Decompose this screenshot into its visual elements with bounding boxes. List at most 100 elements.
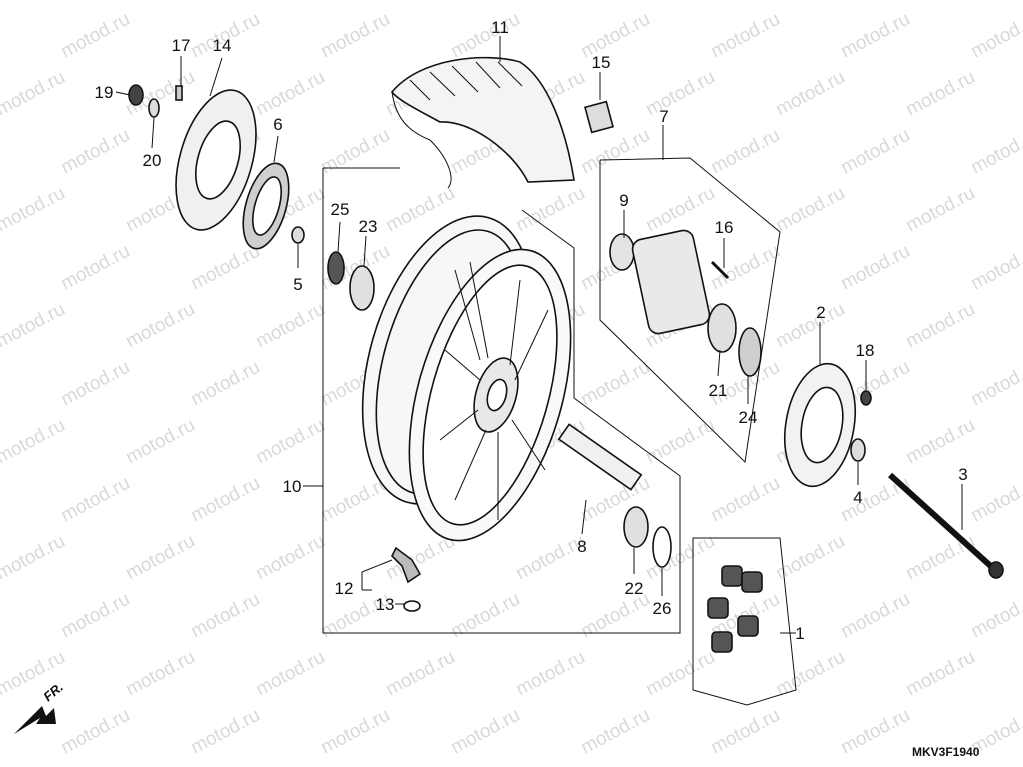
watermark-text: motod.ru: [837, 125, 913, 179]
watermark-text: motod.ru: [772, 299, 848, 353]
callout-7: 7: [659, 107, 668, 126]
watermark-text: motod.ru: [57, 357, 133, 411]
watermark-text: motod.ru: [447, 705, 523, 759]
watermark-text: motod.ru: [252, 415, 328, 469]
watermark-text: motod.ru: [382, 647, 458, 701]
watermark-text: motod.ru: [0, 125, 4, 179]
watermark-text: motod.ru: [252, 67, 328, 121]
callout-17: 17: [172, 36, 191, 55]
watermark-text: motod.ru: [837, 241, 913, 295]
callout-3: 3: [958, 465, 967, 484]
watermark-text: motod.ru: [642, 183, 718, 237]
watermark-text: motod.ru: [837, 473, 913, 527]
callout-10: 10: [283, 477, 302, 496]
watermark-text: motod.ru: [577, 125, 653, 179]
watermark-text: motod.ru: [707, 705, 783, 759]
watermark-text: motod.ru: [57, 9, 133, 63]
watermark-text: motod.ru: [902, 647, 978, 701]
watermark-text: motod.ru: [57, 473, 133, 527]
callout-18: 18: [856, 341, 875, 360]
watermark-text: motod.ru: [0, 9, 4, 63]
watermark-text: motod.ru: [512, 0, 588, 4]
watermark-text: motod.ru: [187, 705, 263, 759]
watermark-text: motod.ru: [772, 0, 848, 4]
callout-12: 12: [335, 579, 354, 598]
callout-14: 14: [213, 36, 232, 55]
brake-disc: [175, 89, 257, 231]
callout-24: 24: [739, 408, 758, 427]
watermark-text: motod.ru: [902, 299, 978, 353]
rear-wheel: [361, 215, 572, 542]
watermark-text: motod.ru: [122, 647, 198, 701]
watermark-text: motod.ru: [0, 705, 4, 759]
small-parts: [128, 84, 1004, 653]
watermark-text: motod.ru: [772, 647, 848, 701]
disc-seal-ring: [242, 162, 290, 250]
watermark-text: motod.ru: [317, 125, 393, 179]
watermark-text: motod.ru: [967, 125, 1023, 179]
watermark-text: motod.ru: [902, 415, 978, 469]
watermark-text: motod.ru: [772, 183, 848, 237]
callout-9: 9: [619, 191, 628, 210]
watermark-text: motod.ru: [252, 531, 328, 585]
callout-8: 8: [577, 537, 586, 556]
callout-15: 15: [592, 53, 611, 72]
watermark-text: motod.ru: [837, 9, 913, 63]
callout-2: 2: [816, 303, 825, 322]
watermark-text: motod.ru: [577, 357, 653, 411]
watermark-text: motod.ru: [0, 473, 4, 527]
callout-25: 25: [331, 200, 350, 219]
watermark-text: motod.ru: [187, 473, 263, 527]
callout-5: 5: [293, 275, 302, 294]
callout-13: 13: [376, 595, 395, 614]
watermark-text: motod.ru: [122, 531, 198, 585]
watermark-text: motod.ru: [0, 67, 69, 121]
watermark-text: motod.ru: [707, 125, 783, 179]
watermark-text: motod.ru: [642, 647, 718, 701]
callout-22: 22: [625, 579, 644, 598]
watermark-text: motod.ru: [0, 357, 4, 411]
watermark-text: motod.ru: [967, 473, 1023, 527]
callout-23: 23: [359, 217, 378, 236]
watermark-text: motod.ru: [707, 473, 783, 527]
tire: [390, 56, 575, 189]
watermark-text: motod.ru: [577, 705, 653, 759]
watermark-text: motod.ru: [0, 241, 4, 295]
watermark-text: motod.ru: [772, 67, 848, 121]
watermark-text: motod.ru: [187, 357, 263, 411]
group-outlines: [322, 157, 797, 706]
watermark-text: motod.ru: [642, 415, 718, 469]
callout-4: 4: [853, 488, 862, 507]
watermark-text: motod.ru: [447, 9, 523, 63]
watermark-text: motod.ru: [512, 647, 588, 701]
callout-16: 16: [715, 218, 734, 237]
watermark-text: motod.ru: [0, 415, 69, 469]
watermark-text: motod.ru: [902, 183, 978, 237]
watermark-text: motod.ru: [902, 67, 978, 121]
diagram-code: MKV3F1940: [912, 745, 980, 759]
watermark-text: motod.ru: [57, 241, 133, 295]
watermark-text: motod.ru: [837, 705, 913, 759]
watermark-text: motod.ru: [0, 589, 4, 643]
watermark-text: motod.ru: [642, 67, 718, 121]
watermark-text: motod.ru: [967, 241, 1023, 295]
watermark-text: motod.ru: [57, 125, 133, 179]
watermark-text: motod.ru: [0, 183, 69, 237]
watermark-text: motod.ru: [122, 0, 198, 4]
front-direction-label: FR.: [40, 679, 66, 704]
watermark-text: motod.ru: [317, 9, 393, 63]
watermark-text: motod.ru: [122, 299, 198, 353]
callout-26: 26: [653, 599, 672, 618]
watermark-text: motod.ru: [0, 0, 69, 4]
watermark-text: motod.ru: [902, 0, 978, 4]
callout-6: 6: [273, 115, 282, 134]
callout-1: 1: [795, 624, 804, 643]
watermark-text: motod.ru: [122, 415, 198, 469]
watermark-text: motod.ru: [187, 241, 263, 295]
watermark-text: motod.ru: [317, 705, 393, 759]
watermark-text: motod.ru: [57, 589, 133, 643]
watermark-text: motod.ru: [837, 589, 913, 643]
callout-11: 11: [491, 18, 509, 37]
leader-lines: [115, 36, 963, 634]
